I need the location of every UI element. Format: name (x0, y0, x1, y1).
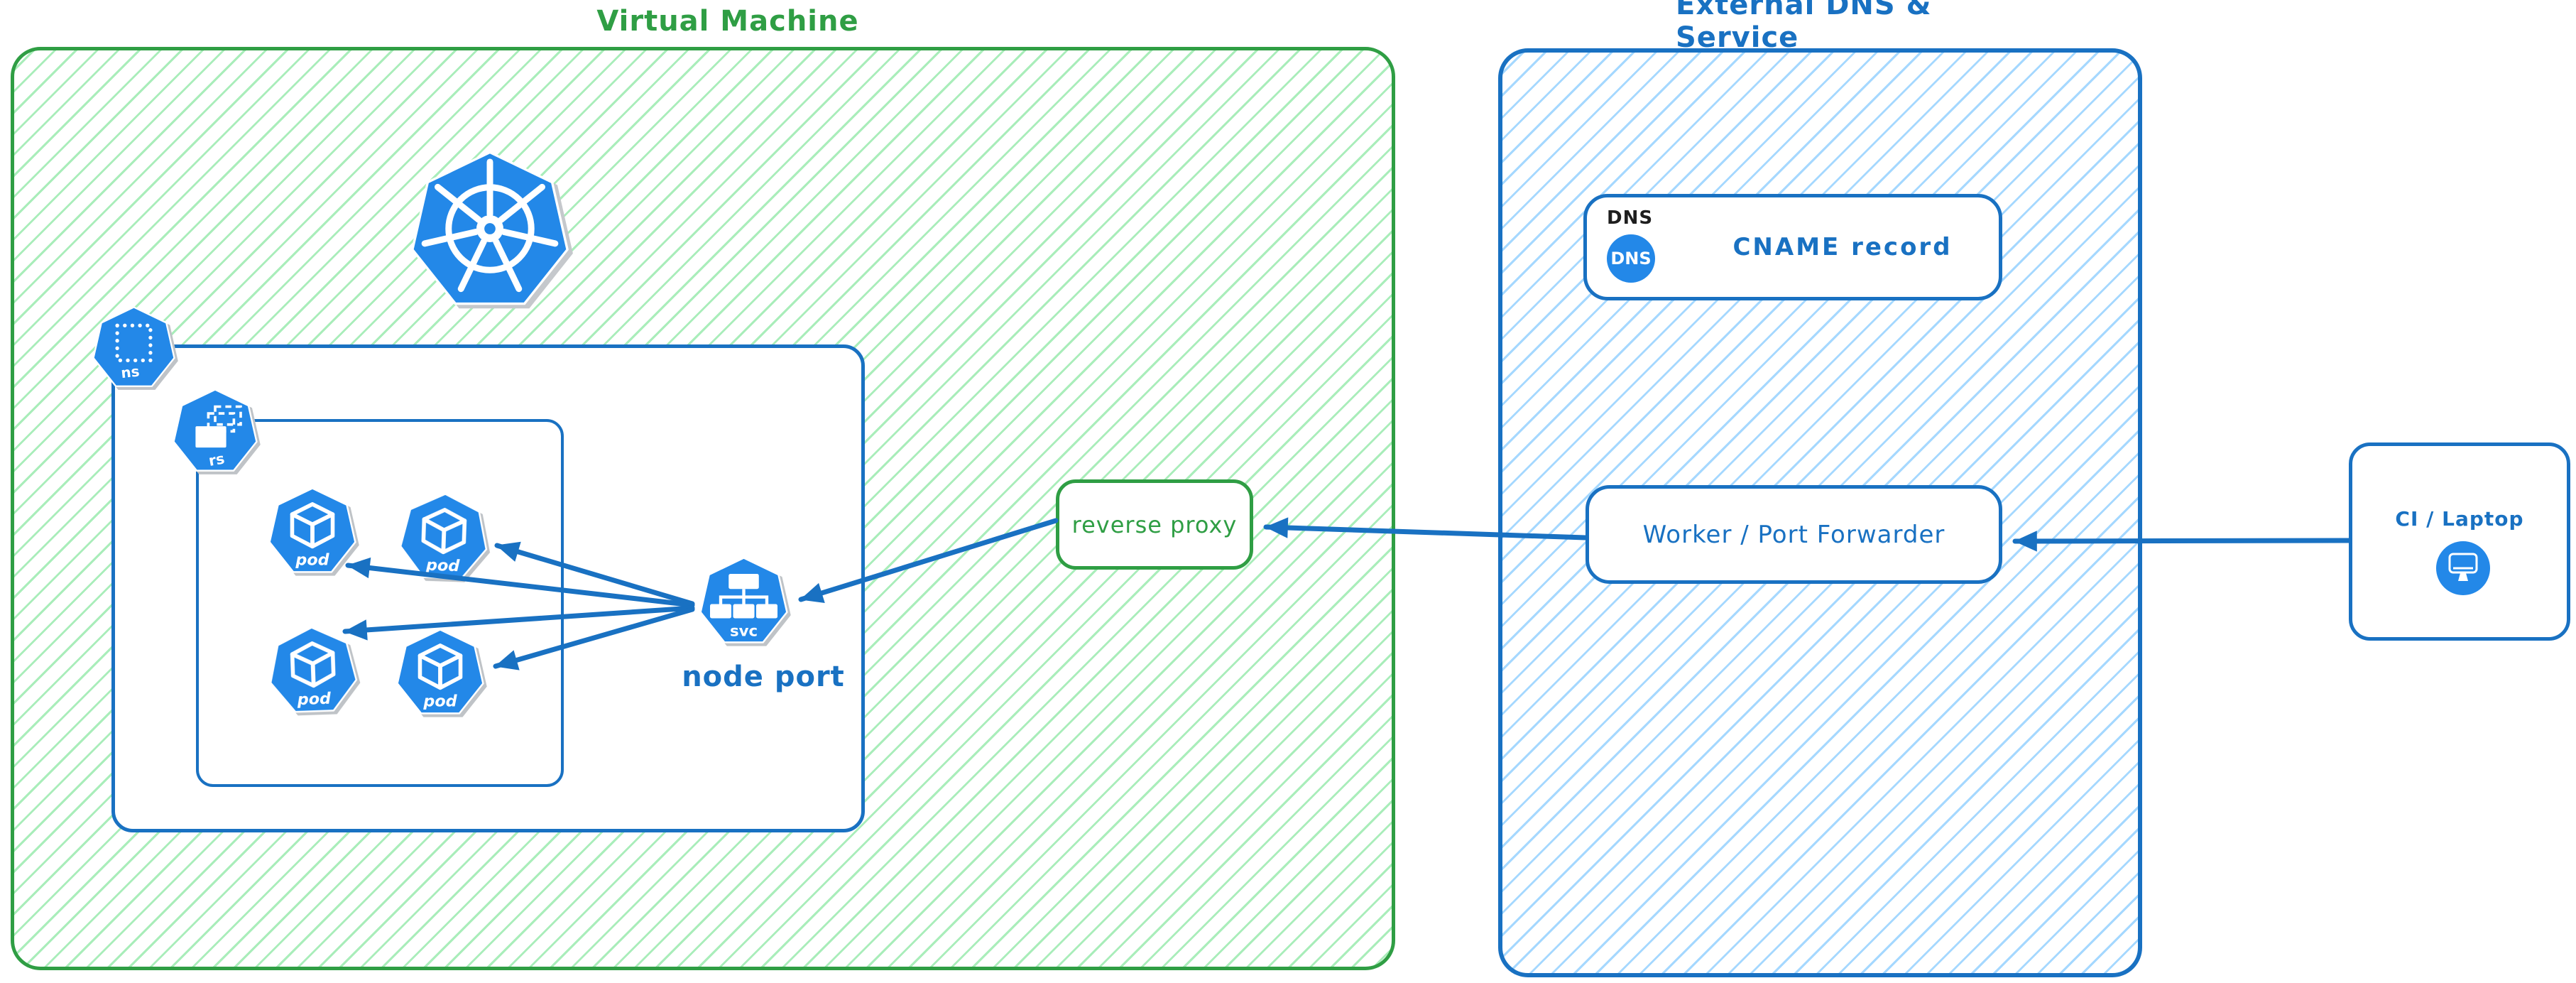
reverse-proxy-label: reverse proxy (1071, 511, 1238, 538)
pod-icon-label: pod (296, 690, 332, 710)
ci-laptop-card: CI / Laptop (2349, 442, 2570, 641)
pod-icon-label: pod (422, 692, 457, 710)
virtual-machine-title: Virtual Machine (596, 5, 859, 38)
cname-record-label: CNAME record (1732, 233, 1953, 261)
dns-badge-icon: DNS (1607, 234, 1655, 283)
node-port-label: node port (682, 661, 845, 693)
worker-port-forwarder-label: Worker / Port Forwarder (1642, 520, 1945, 549)
worker-port-forwarder-box: Worker / Port Forwarder (1586, 485, 2002, 584)
external-dns-title: External DNS & Service (1676, 0, 1932, 54)
replicaset-icon-label: rs (207, 450, 226, 469)
pod-icon: pod (398, 491, 489, 585)
pod-icon-label: pod (295, 550, 329, 569)
dns-cname-card: DNS DNS CNAME record (1583, 194, 2002, 300)
reverse-proxy-box: reverse proxy (1056, 479, 1253, 570)
kubernetes-logo-icon (410, 149, 569, 315)
pod-icon-label: pod (425, 556, 461, 576)
ci-laptop-label: CI / Laptop (2395, 507, 2524, 531)
dns-badge-label: DNS (1610, 249, 1652, 268)
namespace-icon: ns (92, 305, 175, 392)
pod-icon: pod (268, 624, 359, 719)
namespace-icon-label: ns (120, 364, 140, 382)
dns-tag: DNS (1607, 207, 1654, 229)
service-icon-label: svc (730, 623, 758, 641)
service-icon: svc (699, 556, 788, 648)
monitor-icon (2435, 540, 2492, 597)
replicaset-icon: rs (173, 388, 258, 477)
pod-icon: pod (396, 628, 484, 719)
pod-icon: pod (268, 487, 356, 578)
